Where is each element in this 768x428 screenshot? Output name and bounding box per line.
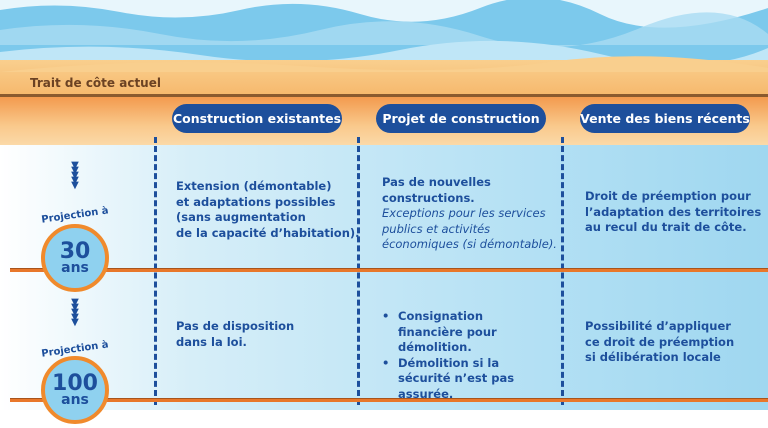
bullet-item: Démolition si la sécurité n’est pas assu… [380,356,550,403]
text-line: Droit de préemption pour [585,189,751,203]
text-line: Extension (démontable) [176,179,332,193]
text-line: Pas de nouvelles [382,175,491,189]
row-divider-30 [10,268,768,272]
column-header-sale: Vente des biens récents [580,104,750,133]
cell-100-existing: Pas de disposition dans la loi. [176,319,294,350]
text-line: si délibération locale [585,350,721,364]
cell-30-project: Pas de nouvelles constructions. Exceptio… [382,175,557,253]
years-unit: ans [61,260,89,276]
years-value: 100 [52,371,98,396]
text-line: Pas de disposition [176,319,295,333]
badge-100-years: 100 ans [41,356,109,424]
shoreline [0,94,768,97]
text-line: constructions. [382,190,475,205]
column-header-existing: Construction existantes [172,104,342,133]
text-line: au recul du trait de côte. [585,220,747,234]
text-line: ce droit de préemption [585,334,735,349]
cell-30-sale: Droit de préemption pour l’adaptation de… [585,189,761,236]
text-line: Exceptions pour les services [382,206,546,220]
text-line: publics et activités [382,221,491,236]
shoreline-label: Trait de côte actuel [30,76,161,90]
text-line: de la capacité d’habitation). [176,225,360,240]
bullet-item: Consignation financière pour démolition. [380,309,550,356]
text-line: l’adaptation des territoires [585,204,762,219]
badge-30-years: 30 ans [41,224,109,292]
cell-30-existing: Extension (démontable) et adaptations po… [176,179,360,241]
text-line: et adaptations possibles [176,194,336,209]
cell-100-project: Consignation financière pour démolition.… [380,309,550,402]
chevron-down-icon: ▼▼▼▼▼ [71,297,79,328]
text-line: économiques (si démontable). [382,237,557,251]
chevron-down-icon: ▼▼▼▼▼ [71,160,79,191]
years-value: 30 [59,239,91,264]
text-line: dans la loi. [176,334,247,349]
text-line: (sans augmentation [176,210,306,224]
column-header-project: Projet de construction [376,104,546,133]
sand-dune [0,56,768,72]
cell-100-sale: Possibilité d’appliquer ce droit de prée… [585,319,734,366]
years-unit: ans [61,392,89,408]
text-line: Possibilité d’appliquer [585,319,731,333]
